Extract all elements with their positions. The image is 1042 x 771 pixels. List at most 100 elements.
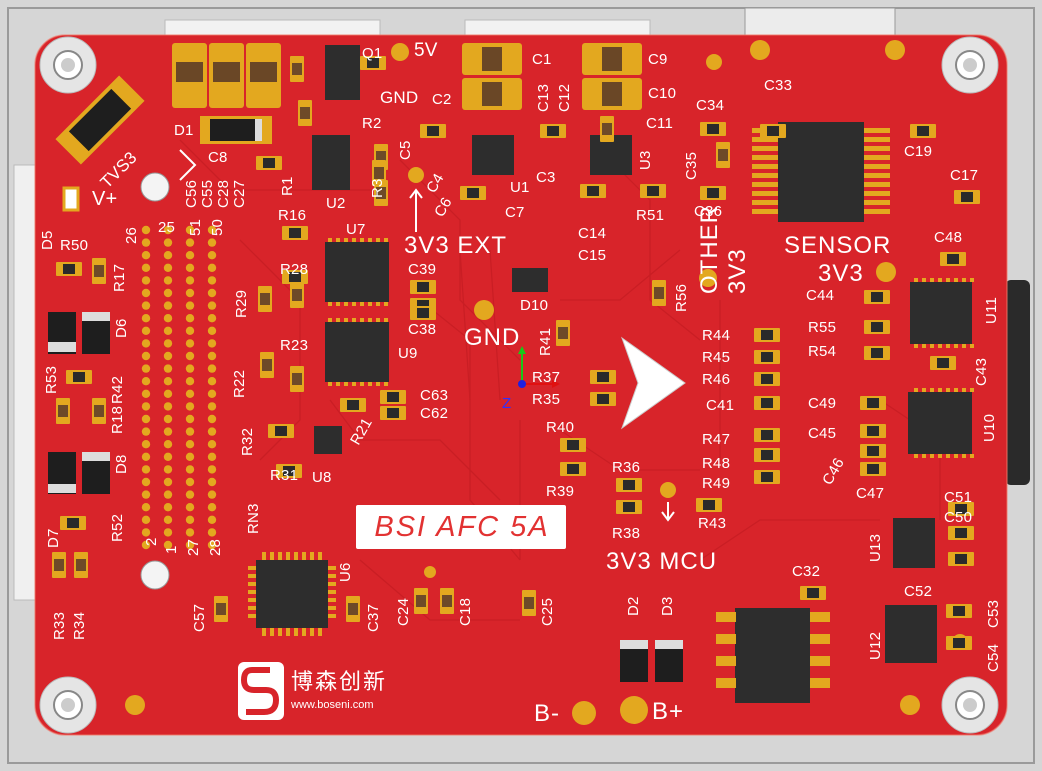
label-c25: C25	[539, 597, 556, 626]
label-r18: R18	[109, 405, 126, 434]
label-c43: C43	[973, 357, 990, 386]
label-c34: C34	[696, 97, 725, 114]
label-c35: C35	[683, 151, 700, 180]
label-3v3-sensor: 3V3	[818, 260, 864, 287]
label-c14: C14	[578, 225, 607, 242]
label-c36: C36	[694, 203, 723, 220]
logo-url: www.boseni.com	[291, 699, 374, 711]
label-r17: R17	[111, 263, 128, 292]
label-d8: D8	[113, 454, 130, 474]
label-r48: R48	[702, 455, 731, 472]
label-u11: U11	[983, 296, 1000, 324]
label-c37: C37	[365, 603, 382, 632]
label-c62: C62	[420, 405, 449, 422]
label-d7: D7	[45, 528, 62, 548]
label-c2: C2	[432, 91, 452, 108]
label-r43: R43	[698, 515, 727, 532]
label-c7: C7	[505, 204, 525, 221]
label-c44: C44	[806, 287, 835, 304]
label-c55: C55	[199, 179, 216, 208]
label-pin-2: 2	[143, 537, 160, 546]
label-u6: U6	[337, 562, 354, 582]
label-u9: U9	[398, 345, 418, 362]
label-5v: 5V	[414, 40, 438, 61]
label-c47: C47	[856, 485, 885, 502]
label-r35: R35	[532, 391, 561, 408]
label-pin-50: 50	[209, 218, 226, 236]
label-c38: C38	[408, 321, 437, 338]
board-title-plate	[356, 505, 566, 549]
label-pin-25: 25	[158, 219, 176, 236]
label-r22: R22	[231, 369, 248, 398]
label-c10: C10	[648, 85, 677, 102]
label-gnd-mid: GND	[464, 324, 521, 351]
label-d10: D10	[520, 297, 549, 314]
label-r41: R41	[537, 327, 554, 356]
label-r23: R23	[280, 337, 309, 354]
label-r37: R37	[532, 369, 561, 386]
label-c27: C27	[231, 179, 248, 208]
label-pin-26: 26	[123, 226, 140, 244]
label-c28: C28	[215, 179, 232, 208]
label-d3: D3	[659, 596, 676, 616]
label-c41: C41	[706, 397, 735, 414]
label-r42: R42	[109, 375, 126, 404]
label-r40: R40	[546, 419, 575, 436]
label-c24: C24	[395, 597, 412, 626]
board-title: BSI AFC 5A	[374, 511, 550, 543]
label-r1: R1	[279, 176, 296, 196]
label-r55: R55	[808, 319, 837, 336]
label-u1: U1	[510, 179, 530, 196]
label-c15: C15	[578, 247, 607, 264]
label-r32: R32	[239, 427, 256, 456]
label-b-minus: B-	[534, 700, 560, 727]
label-3v3-other: 3V3	[724, 248, 751, 294]
label-c5: C5	[397, 140, 414, 160]
label-r2: R2	[362, 115, 382, 132]
label-c9: C9	[648, 51, 668, 68]
label-r45: R45	[702, 349, 731, 366]
label-c56: C56	[183, 179, 200, 208]
label-r28: R28	[280, 261, 309, 278]
label-rn3: RN3	[245, 503, 262, 534]
label-c45: C45	[808, 425, 837, 442]
label-u13: U13	[867, 533, 884, 562]
label-c3: C3	[536, 169, 556, 186]
label-c11: C11	[646, 115, 674, 132]
logo-chinese-text: 博森创新	[291, 670, 388, 695]
label-r56: R56	[673, 283, 690, 312]
label-c8: C8	[208, 149, 228, 166]
label-3v3-ext: 3V3 EXT	[404, 232, 508, 259]
label-r3: R3	[369, 178, 386, 198]
label-r39: R39	[546, 483, 575, 500]
label-u3: U3	[637, 150, 654, 170]
label-c54: C54	[985, 643, 1002, 672]
label-r46: R46	[702, 371, 731, 388]
label-pin-28: 28	[207, 538, 224, 556]
label-sensor: SENSOR	[784, 232, 892, 259]
label-c33: C33	[764, 77, 793, 94]
label-b-plus: B+	[652, 698, 685, 725]
label-d5: D5	[39, 230, 56, 250]
label-r54: R54	[808, 343, 837, 360]
label-c18: C18	[457, 597, 474, 626]
label-c17: C17	[950, 167, 979, 184]
label-pin-27: 27	[185, 538, 202, 556]
label-r31: R31	[270, 467, 299, 484]
label-u2: U2	[326, 195, 346, 212]
label-r29: R29	[233, 289, 250, 318]
label-r50: R50	[60, 237, 89, 254]
label-c50: C50	[944, 509, 973, 526]
label-u8: U8	[312, 469, 332, 486]
label-u10: U10	[981, 413, 998, 442]
label-c32: C32	[792, 563, 821, 580]
label-c51: C51	[944, 489, 973, 506]
label-r34: R34	[71, 611, 88, 640]
label-r53: R53	[43, 365, 60, 394]
label-r51: R51	[636, 207, 665, 224]
label-axis-z: Z	[502, 395, 512, 412]
label-c49: C49	[808, 395, 837, 412]
label-d2: D2	[625, 596, 642, 616]
label-pin-1: 1	[163, 545, 180, 554]
